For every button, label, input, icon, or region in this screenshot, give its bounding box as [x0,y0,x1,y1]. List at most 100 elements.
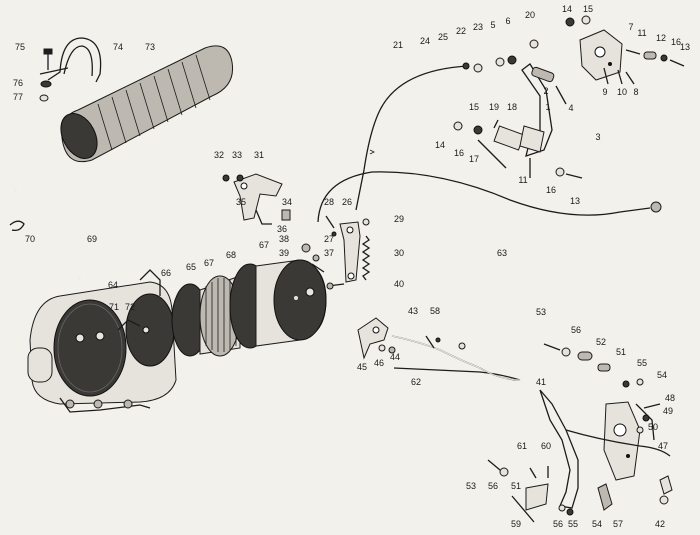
accelerator-shaft [357,317,521,381]
part-label-50: 50 [648,422,658,432]
part-label-4: 4 [568,103,573,113]
part-label-47: 47 [658,441,668,451]
part-label-26: 26 [342,197,352,207]
part-label-18: 18 [507,102,517,112]
part-label-16: 16 [546,185,556,195]
part-label-34: 34 [282,197,292,207]
part-label-31: 31 [254,150,264,160]
part-label-51: 51 [511,481,521,491]
part-label-38: 38 [279,234,289,244]
part-label-65: 65 [186,262,196,272]
part-label-69: 69 [87,234,97,244]
part-label-36: 36 [277,224,287,234]
part-label-44: 44 [390,352,400,362]
part-label-2: 2 [543,86,548,96]
part-label-67: 67 [204,258,214,268]
part-label-33: 33 [232,150,242,160]
part-label-57: 57 [613,519,623,529]
part-label-61: 61 [517,441,527,451]
part-label-76: 76 [13,78,23,88]
part-label-35: 35 [236,197,246,207]
part-label-53: 53 [536,307,546,317]
part-label-51: 51 [616,347,626,357]
throttle-lever [325,215,371,283]
part-label-8: 8 [633,87,638,97]
part-label-11: 11 [518,175,527,185]
part-label-46: 46 [374,358,384,368]
part-label-14: 14 [562,4,572,14]
part-label-63: 63 [497,248,507,258]
part-label-42: 42 [655,519,665,529]
part-label-21: 21 [393,40,403,50]
part-label-19: 19 [489,102,499,112]
part-label-30: 30 [394,248,404,258]
part-label-77: 77 [13,92,23,102]
part-label-71: 71 [109,302,119,312]
part-label-55: 55 [637,358,647,368]
part-label-15: 15 [583,4,593,14]
part-label-16: 16 [671,37,681,47]
part-label-58: 58 [430,306,440,316]
brake-pedal-lower [487,343,673,523]
part-label-56: 56 [488,481,498,491]
part-label-66: 66 [161,268,171,278]
part-label-22: 22 [456,26,466,36]
part-label-56: 56 [553,519,563,529]
throttle-bracket [222,173,345,290]
part-label-14: 14 [435,140,445,150]
part-label-68: 68 [226,250,236,260]
control-cables [317,65,662,381]
part-label-62: 62 [411,377,421,387]
part-label-6: 6 [505,16,510,26]
part-label-32: 32 [214,150,224,160]
part-label-43: 43 [408,306,418,316]
part-label-7: 7 [628,22,633,32]
hose-clamp [39,37,102,102]
part-label-40: 40 [394,279,404,289]
part-label-54: 54 [592,519,602,529]
part-label-9: 9 [602,87,607,97]
part-label-29: 29 [394,214,404,224]
part-label-23: 23 [473,22,483,32]
part-label-59: 59 [511,519,521,529]
part-label-25: 25 [438,32,448,42]
part-label-20: 20 [525,10,535,20]
part-label-49: 49 [663,406,673,416]
part-label-67: 67 [259,240,269,250]
part-label-60: 60 [541,441,551,451]
carburettor-assembly [27,269,177,413]
part-label-70: 70 [25,234,35,244]
part-label-28: 28 [324,197,334,207]
part-label-74: 74 [113,42,123,52]
part-label-39: 39 [279,248,289,258]
part-label-64: 64 [108,280,118,290]
part-label-27: 27 [324,234,334,244]
part-label-52: 52 [596,337,606,347]
clutch-pedal-upper [453,15,685,179]
part-label-45: 45 [357,362,367,372]
part-label-54: 54 [657,370,667,380]
part-label-5: 5 [490,20,495,30]
part-label-15: 15 [469,102,479,112]
part-label-75: 75 [15,42,25,52]
part-label-10: 10 [617,87,627,97]
part-label-41: 41 [536,377,546,387]
part-label-12: 12 [656,33,666,43]
part-label-16: 16 [454,148,464,158]
part-label-55: 55 [568,519,578,529]
intake-hose [60,45,234,163]
part-label-53: 53 [466,481,476,491]
part-label-48: 48 [665,393,675,403]
part-label-72: 72 [125,302,135,312]
part-label-73: 73 [145,42,155,52]
part-label-37: 37 [324,248,334,258]
part-label-1: 1 [545,102,550,112]
part-label-17: 17 [469,154,479,164]
part-label-3: 3 [595,132,600,142]
part-label-11: 11 [637,28,646,38]
part-label-56: 56 [571,325,581,335]
part-label-13: 13 [680,42,690,52]
